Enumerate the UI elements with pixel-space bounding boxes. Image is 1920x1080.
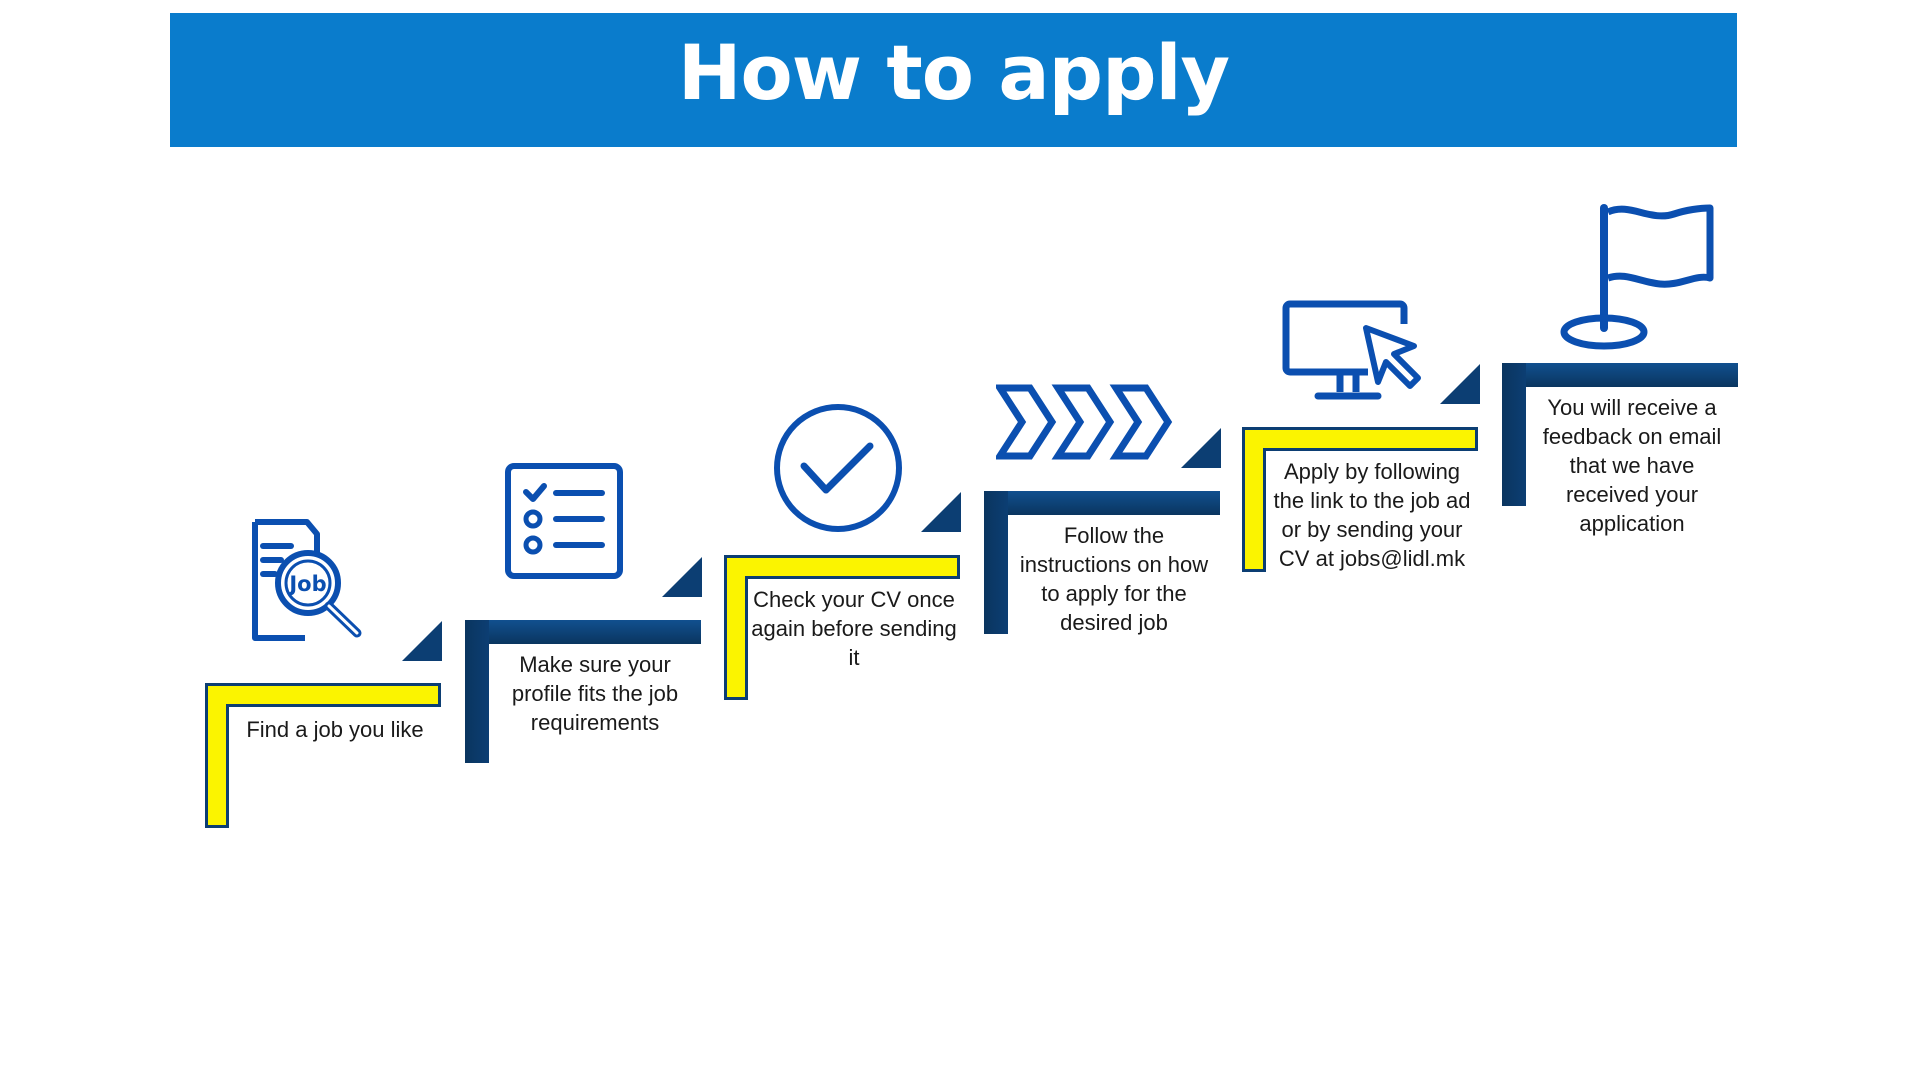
step-5: Apply by following the link to the job a…	[1242, 427, 1478, 572]
step-4: Follow the instructions on how to apply …	[984, 491, 1220, 636]
page-title: How to apply	[677, 28, 1230, 117]
header-banner: How to apply	[170, 13, 1737, 147]
step-2: Make sure your profile fits the job requ…	[465, 620, 701, 765]
step-bar-vertical	[205, 704, 229, 828]
step-text: You will receive a feedback on email tha…	[1542, 395, 1722, 536]
step-3: Check your CV once again before sending …	[724, 555, 960, 700]
step-bar-horizontal	[724, 555, 960, 579]
step-bar-horizontal	[1502, 363, 1738, 387]
chevrons-icon	[996, 384, 1173, 460]
step-text: Follow the instructions on how to apply …	[1019, 523, 1209, 635]
step-text: Find a job you like	[246, 717, 424, 742]
step-bar-vertical	[984, 491, 1008, 634]
checklist-icon	[505, 463, 623, 579]
job-search-icon: Job	[252, 519, 362, 641]
step-corner-triangle	[921, 492, 961, 532]
step-1: Find a job you like	[205, 683, 441, 828]
flag-icon	[1560, 204, 1714, 350]
step-text: Make sure your profile fits the job requ…	[511, 652, 679, 735]
check-circle-icon	[774, 404, 902, 532]
step-text: Apply by following the link to the job a…	[1273, 459, 1471, 571]
step-bar-horizontal	[205, 683, 441, 707]
step-corner-triangle	[662, 557, 702, 597]
monitor-cursor-icon	[1282, 300, 1421, 400]
step-corner-triangle	[1181, 428, 1221, 468]
step-bar-vertical	[1502, 363, 1526, 506]
step-bar-horizontal	[1242, 427, 1478, 451]
step-bar-horizontal	[465, 620, 701, 644]
step-corner-triangle	[1440, 364, 1480, 404]
step-bar-vertical	[724, 576, 748, 700]
step-bar-vertical	[1242, 448, 1266, 572]
step-6: You will receive a feedback on email tha…	[1502, 363, 1738, 536]
step-corner-triangle	[402, 621, 442, 661]
step-bar-horizontal	[984, 491, 1220, 515]
step-bar-vertical	[465, 620, 489, 763]
job-badge-label: Job	[287, 572, 326, 596]
step-text: Check your CV once again before sending …	[751, 587, 957, 670]
